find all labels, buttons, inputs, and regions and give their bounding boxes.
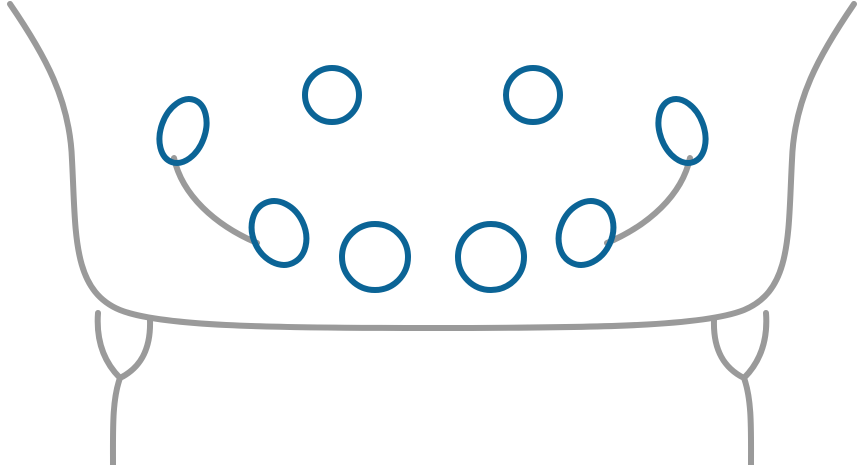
right-side-outline	[427, 1, 857, 331]
upper-right-oval-marker	[655, 96, 709, 166]
upper-left-circle-marker	[302, 65, 362, 125]
left-side-outline	[7, 1, 433, 331]
upper-right-circle-marker	[503, 65, 563, 125]
right-connector-curve	[604, 155, 693, 246]
lower-left-circle-marker	[339, 221, 411, 293]
right-arm-outline	[741, 310, 770, 465]
lower-left-oval-marker	[248, 198, 310, 268]
left-armpit-outline	[117, 317, 154, 381]
lower-right-circle-marker	[455, 221, 527, 293]
right-armpit-outline	[710, 317, 747, 381]
left-arm-outline	[94, 310, 123, 465]
lower-right-oval-marker	[555, 198, 617, 268]
markers-group	[156, 65, 709, 293]
upper-left-oval-marker	[156, 96, 210, 166]
left-connector-curve	[171, 155, 260, 246]
